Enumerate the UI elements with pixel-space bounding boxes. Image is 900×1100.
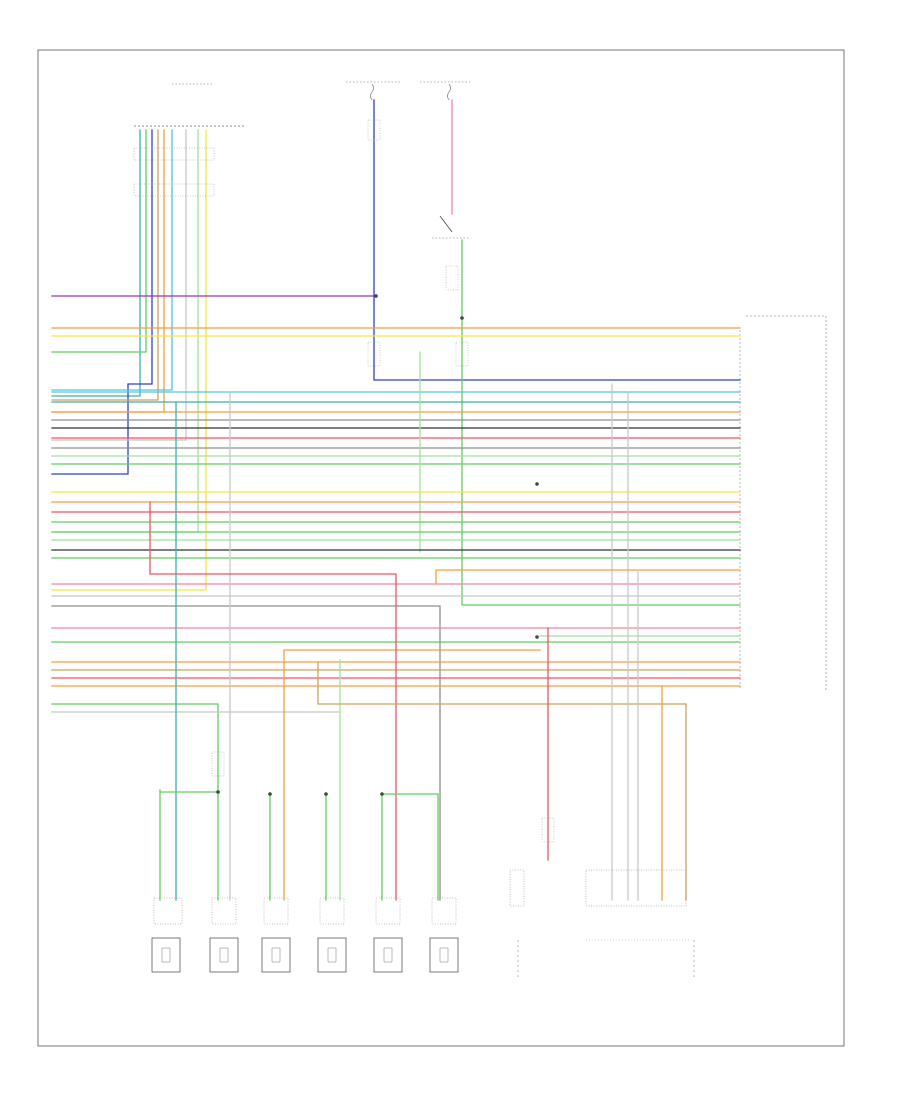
wire-orange-1 bbox=[51, 129, 165, 413]
fuse-left bbox=[346, 81, 400, 101]
sensor-6-body bbox=[429, 937, 459, 973]
solenoid-b-connector bbox=[585, 869, 687, 907]
wire-row-704 bbox=[51, 703, 219, 791]
sensor-5-body bbox=[373, 937, 403, 973]
splice-dot bbox=[374, 294, 378, 298]
wire-tan-1 bbox=[51, 129, 159, 401]
solenoid-a-connector bbox=[509, 869, 525, 907]
splice-dot bbox=[460, 316, 464, 320]
splice-dot bbox=[380, 792, 384, 796]
module-connector-top bbox=[541, 817, 555, 843]
connector-marks bbox=[133, 119, 555, 843]
trans-control-dot bbox=[535, 635, 539, 639]
sensor-connector-top bbox=[211, 751, 225, 777]
wire-module-brown bbox=[317, 661, 687, 901]
fuse-right bbox=[420, 81, 470, 101]
bottom-components bbox=[151, 869, 695, 980]
relay-connector-2 bbox=[455, 341, 469, 367]
wire-yellow-1 bbox=[51, 129, 207, 591]
sensor-3-connector bbox=[263, 897, 289, 925]
wire-row-606 bbox=[51, 605, 441, 901]
fuse-left-symbol bbox=[370, 83, 374, 101]
sensor-4-body bbox=[317, 937, 347, 973]
fuse-connector-2 bbox=[367, 341, 381, 367]
module-note-dot bbox=[535, 482, 539, 486]
splice-dot bbox=[324, 792, 328, 796]
splice-dots bbox=[216, 294, 464, 796]
sensor-1-icon bbox=[161, 947, 171, 963]
fuse-right-symbol bbox=[447, 83, 451, 101]
sensor-3-body bbox=[261, 937, 291, 973]
wire-harness bbox=[51, 99, 741, 901]
wire-blue-fuse bbox=[373, 99, 741, 381]
top-connector-1 bbox=[133, 147, 215, 161]
sensor-4-icon bbox=[327, 947, 337, 963]
wire-sensor-6b bbox=[381, 793, 439, 901]
sensor-5-icon bbox=[383, 947, 393, 963]
sensor-1-connector bbox=[153, 897, 183, 925]
sensor-5-connector bbox=[375, 897, 401, 925]
wire-sensor-5a bbox=[149, 501, 397, 901]
sensor-2-connector bbox=[211, 897, 237, 925]
module-frame bbox=[746, 315, 827, 692]
sensor-6-icon bbox=[439, 947, 449, 963]
relay bbox=[432, 215, 470, 239]
top-connector-2 bbox=[133, 183, 215, 197]
wire-lightgray-1 bbox=[51, 129, 187, 441]
diagram-frame bbox=[37, 49, 845, 1047]
wire-green-relay bbox=[461, 239, 741, 606]
sensor-2-icon bbox=[219, 947, 229, 963]
relay-connector bbox=[445, 265, 459, 291]
splice-dot bbox=[216, 790, 220, 794]
splice-dot bbox=[268, 792, 272, 796]
sensor-2-body bbox=[209, 937, 239, 973]
wire-teal-1 bbox=[51, 129, 141, 397]
sensor-6-connector bbox=[431, 897, 457, 925]
fuse-connector-1 bbox=[367, 119, 381, 141]
top-left-splice bbox=[134, 83, 246, 127]
wire-blue-1 bbox=[51, 129, 153, 475]
wire-module-orange2 bbox=[435, 569, 741, 585]
wire-cyan-1 bbox=[51, 129, 173, 391]
sensor-4-connector bbox=[319, 897, 345, 925]
wire-green-1 bbox=[51, 129, 147, 353]
sensor-1-body bbox=[151, 937, 181, 973]
relay-switch bbox=[439, 215, 453, 233]
sensor-3-icon bbox=[271, 947, 281, 963]
